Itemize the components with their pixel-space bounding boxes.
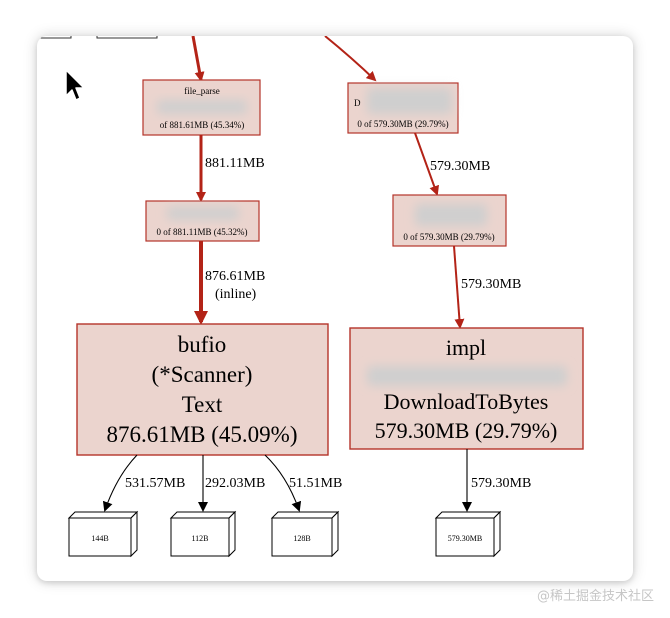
node-right-mid[interactable]: 0 of 579.30MB (29.79%) <box>392 194 507 247</box>
node-file-parse-title: file_parse <box>184 86 219 96</box>
leaf-label-579mb: 579.30MB <box>448 534 482 543</box>
node-bufio-line1: bufio <box>178 332 227 357</box>
node-impl-line1: impl <box>446 335 486 360</box>
graph-card: file_parse of 881.61MB (45.34%) D 0 of 5… <box>37 36 633 581</box>
leaf-node-144b[interactable]: 144B <box>67 510 139 558</box>
node-file-parse[interactable]: file_parse of 881.61MB (45.34%) <box>142 79 261 136</box>
node-left-mid-detail: 0 of 881.11MB (45.32%) <box>157 227 248 237</box>
watermark-text: @稀土掘金技术社区 <box>536 589 654 604</box>
node-impl[interactable]: impl DownloadToBytes 579.30MB (29.79%) <box>349 327 584 450</box>
edge-label-bufio-leaf1: 531.57MB <box>125 476 185 491</box>
node-file-parse-detail: of 881.61MB (45.34%) <box>160 120 245 130</box>
edge-label-bufio-leaf3: 51.51MB <box>289 476 342 491</box>
node-bufio-line3: Text <box>182 392 223 417</box>
node-bufio[interactable]: bufio (*Scanner) Text 876.61MB (45.09%) <box>76 323 329 456</box>
leaf-node-112b[interactable]: 112B <box>169 510 237 558</box>
call-graph: file_parse of 881.61MB (45.34%) D 0 of 5… <box>37 36 584 558</box>
edge-righttop-rightmid <box>414 132 439 196</box>
leaf-label-112b: 112B <box>191 534 208 543</box>
edge-incoming-right-top <box>324 36 377 82</box>
mouse-pointer-icon <box>65 69 85 101</box>
edge-rightmid-impl <box>453 245 465 329</box>
node-right-top[interactable]: D 0 of 579.30MB (29.79%) <box>347 82 459 134</box>
edge-bufio-leaf3 <box>264 454 302 512</box>
edge-label-bufio-leaf2: 292.03MB <box>205 476 265 491</box>
edge-bufio-leaf1 <box>102 454 138 512</box>
node-impl-line3: DownloadToBytes <box>384 389 549 414</box>
leaf-node-579mb[interactable]: 579.30MB <box>434 510 502 558</box>
node-impl-line4: 579.30MB (29.79%) <box>375 418 558 443</box>
node-right-mid-detail: 0 of 579.30MB (29.79%) <box>403 232 494 242</box>
node-left-mid[interactable]: 0 of 881.11MB (45.32%) <box>145 200 260 242</box>
edge-label-righttop-rightmid: 579.30MB <box>430 159 490 174</box>
edge-label-leftmid-bufio-inline: (inline) <box>215 287 257 302</box>
node-bufio-line2: (*Scanner) <box>152 362 253 387</box>
partial-top-box-1 <box>37 36 72 39</box>
leaf-node-128b[interactable]: 128B <box>270 510 340 558</box>
edge-label-rightmid-impl: 579.30MB <box>461 277 521 292</box>
edge-incoming-file-parse <box>191 36 205 82</box>
node-right-top-title: D <box>354 98 361 108</box>
edge-label-leftmid-bufio: 876.61MB <box>205 269 265 284</box>
edge-label-fileparse-leftmid: 881.11MB <box>205 156 265 171</box>
leaf-label-128b: 128B <box>293 534 310 543</box>
partial-top-box-2 <box>96 36 158 39</box>
node-right-top-detail: 0 of 579.30MB (29.79%) <box>357 119 448 129</box>
leaf-label-144b: 144B <box>91 534 108 543</box>
edge-label-impl-leaf4: 579.30MB <box>471 476 531 491</box>
node-bufio-line4: 876.61MB (45.09%) <box>106 422 297 447</box>
